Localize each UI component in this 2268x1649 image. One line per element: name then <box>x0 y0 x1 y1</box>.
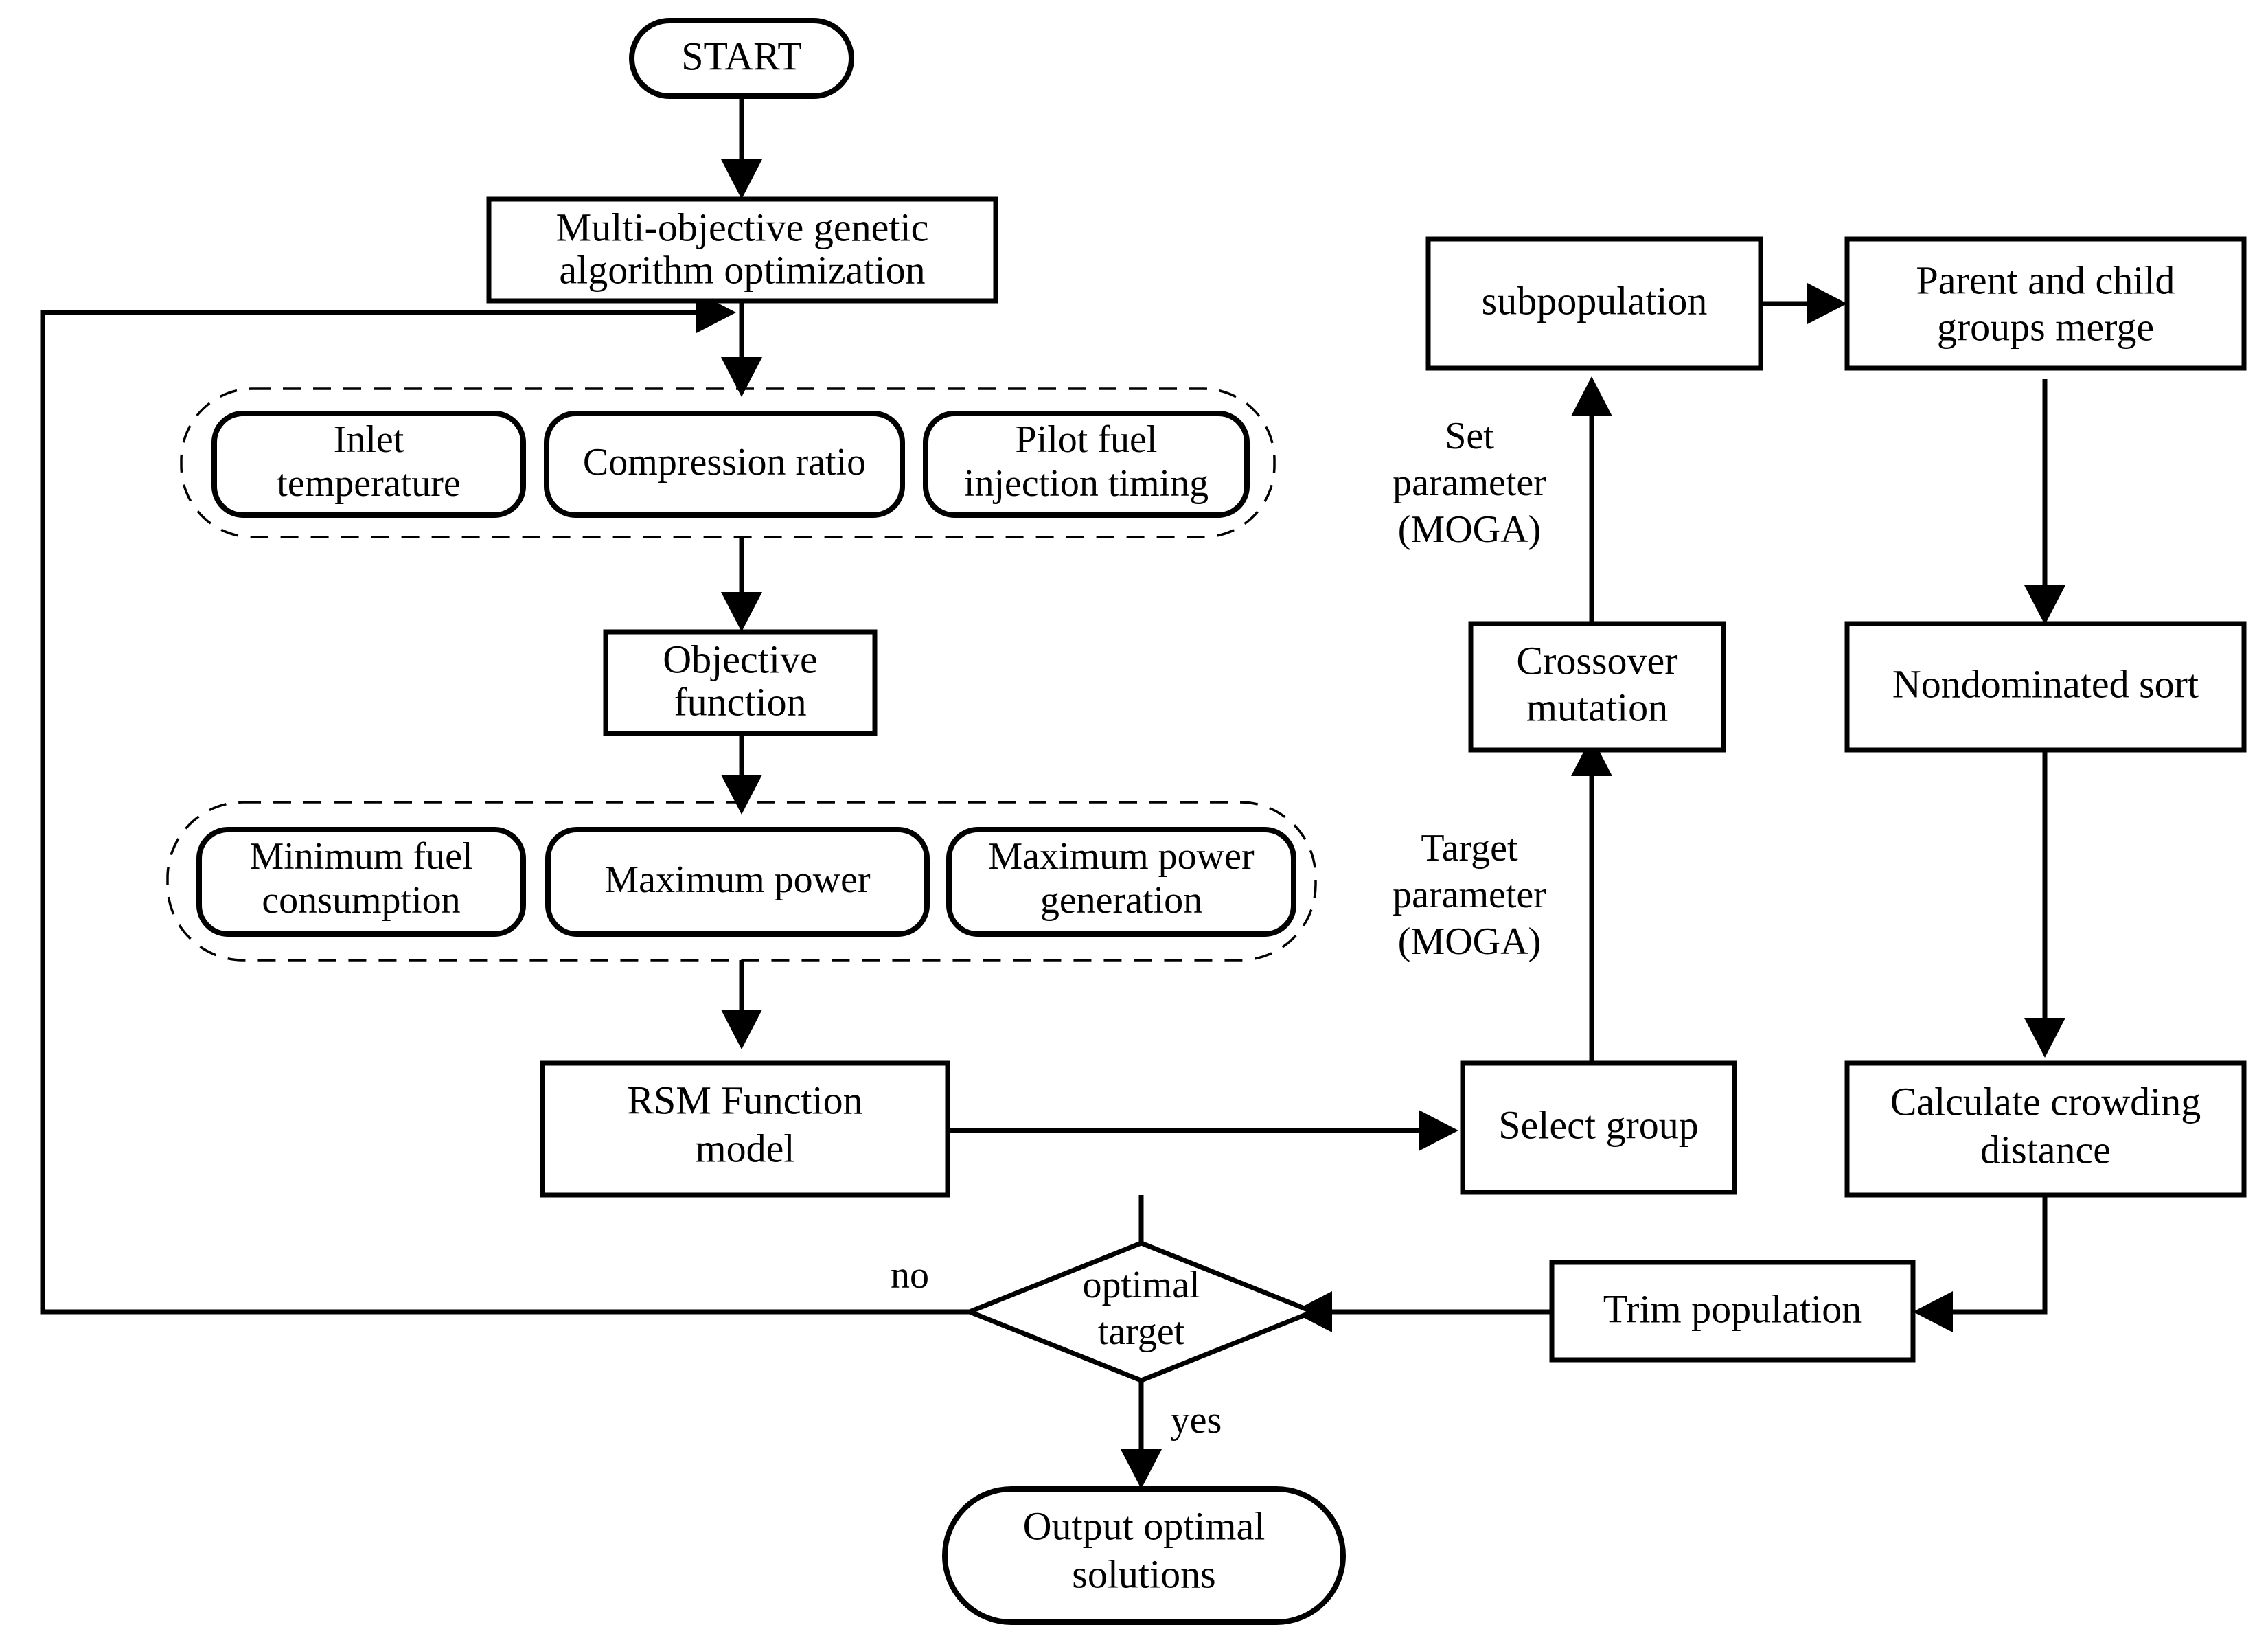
edge-rsm-to-select-group <box>948 1110 1458 1151</box>
edge-label-target-parameter-line1: Target <box>1421 827 1518 869</box>
edge-objectives-to-rsm <box>721 960 762 1049</box>
node-crossover-mutation[interactable]: Crossover mutation <box>1468 621 1726 753</box>
edge-start-to-moga <box>721 93 762 199</box>
node-trim-population-label-line1: Trim population <box>1603 1286 1862 1331</box>
node-parent-child-merge-label-line2: groups merge <box>1937 304 2154 349</box>
edge-label-set-parameter-line3: (MOGA) <box>1398 508 1541 551</box>
node-moga-label-line1: Multi-objective genetic <box>556 205 929 249</box>
node-maximum-power-label-line1: Maximum power <box>604 858 871 901</box>
node-moga[interactable]: Multi-objective genetic algorithm optimi… <box>486 196 998 304</box>
node-inlet-temperature-label-line1: Inlet <box>334 418 404 461</box>
node-minimum-fuel-consumption[interactable]: Minimum fuel consumption <box>196 827 526 937</box>
node-start[interactable]: START <box>629 18 854 99</box>
node-rsm-label-line2: model <box>696 1126 795 1170</box>
edge-nondominated-sort-to-crowding-distance <box>2024 747 2065 1058</box>
node-maximum-power[interactable]: Maximum power <box>545 827 930 937</box>
objective-group <box>166 801 1317 962</box>
node-inlet-temperature-label-line2: temperature <box>277 462 460 505</box>
edge-subpopulation-to-parent-child-merge <box>1761 283 1847 324</box>
edge-trim-population-to-optimal-target <box>1292 1291 1552 1332</box>
node-pilot-fuel-label-line2: injection timing <box>964 462 1209 505</box>
node-moga-label-line2: algorithm optimization <box>559 247 925 292</box>
node-select-group-label-line1: Select group <box>1498 1102 1699 1147</box>
node-maximum-power-generation-label-line1: Maximum power <box>988 835 1255 878</box>
edge-label-yes: yes <box>1171 1399 1222 1442</box>
edge-label-set-parameter-line2: parameter <box>1393 462 1546 504</box>
node-maximum-power-generation[interactable]: Maximum power generation <box>946 827 1296 937</box>
node-objective-function[interactable]: Objective function <box>603 629 878 736</box>
node-rsm-function-model[interactable]: RSM Function model <box>540 1060 950 1198</box>
node-select-group[interactable]: Select group <box>1460 1060 1737 1195</box>
node-nondominated-sort-label-line1: Nondominated sort <box>1892 661 2199 706</box>
node-optimal-target-label-line2: target <box>1098 1310 1185 1353</box>
node-output-label-line2: solutions <box>1072 1551 1216 1596</box>
node-minimum-fuel-label-line2: consumption <box>262 879 460 922</box>
node-parent-child-merge-label-line1: Parent and child <box>1916 258 2175 302</box>
node-inlet-temperature[interactable]: Inlet temperature <box>211 411 526 518</box>
node-minimum-fuel-label-line1: Minimum fuel <box>249 835 472 878</box>
node-optimal-target-label-line1: optimal <box>1082 1264 1200 1306</box>
design-variable-group <box>180 387 1276 538</box>
node-compression-ratio[interactable]: Compression ratio <box>544 411 905 518</box>
node-parent-child-merge[interactable]: Parent and child groups merge <box>1844 236 2247 371</box>
node-calculate-crowding-distance[interactable]: Calculate crowding distance <box>1844 1060 2247 1198</box>
node-crossover-label-line2: mutation <box>1526 685 1668 729</box>
edge-label-target-parameter-line3: (MOGA) <box>1398 920 1541 963</box>
node-optimal-target[interactable]: optimal target <box>963 1240 1320 1383</box>
node-objective-function-label-line1: Objective <box>663 637 817 681</box>
edge-label-set-parameter-line1: Set <box>1445 415 1494 457</box>
edge-moga-to-design-variables <box>721 297 762 397</box>
node-output-label-line1: Output optimal <box>1023 1503 1265 1548</box>
node-rsm-label-line1: RSM Function <box>627 1078 862 1122</box>
edge-label-target-parameter-line2: parameter <box>1393 874 1546 916</box>
node-pilot-fuel-injection-timing[interactable]: Pilot fuel injection timing <box>923 411 1250 518</box>
edge-label-no: no <box>891 1254 929 1297</box>
edge-select-group-to-crossover <box>1571 736 1612 1103</box>
node-start-label: START <box>681 34 802 78</box>
edge-crowding-distance-to-trim-population <box>1913 1195 2048 1332</box>
node-nondominated-sort[interactable]: Nondominated sort <box>1844 621 2247 753</box>
node-crowding-distance-label-line1: Calculate crowding <box>1890 1079 2201 1124</box>
node-objective-function-label-line2: function <box>674 679 806 724</box>
node-output-optimal-solutions[interactable]: Output optimal solutions <box>942 1486 1346 1625</box>
node-subpopulation[interactable]: subpopulation <box>1425 236 1763 371</box>
edge-design-variables-to-objective-function <box>721 537 762 632</box>
edge-parent-child-merge-to-nondominated-sort <box>2024 379 2065 625</box>
edge-objective-function-to-objectives <box>721 729 762 815</box>
node-compression-ratio-label-line1: Compression ratio <box>583 441 866 484</box>
node-maximum-power-generation-label-line2: generation <box>1040 879 1202 922</box>
node-subpopulation-label-line1: subpopulation <box>1482 278 1708 323</box>
node-crowding-distance-label-line2: distance <box>1980 1127 2111 1172</box>
node-pilot-fuel-label-line1: Pilot fuel <box>1016 418 1158 461</box>
node-crossover-label-line1: Crossover <box>1516 638 1677 683</box>
edge-optimal-target-yes-to-output <box>1121 1367 1162 1489</box>
node-trim-population[interactable]: Trim population <box>1549 1260 1916 1363</box>
